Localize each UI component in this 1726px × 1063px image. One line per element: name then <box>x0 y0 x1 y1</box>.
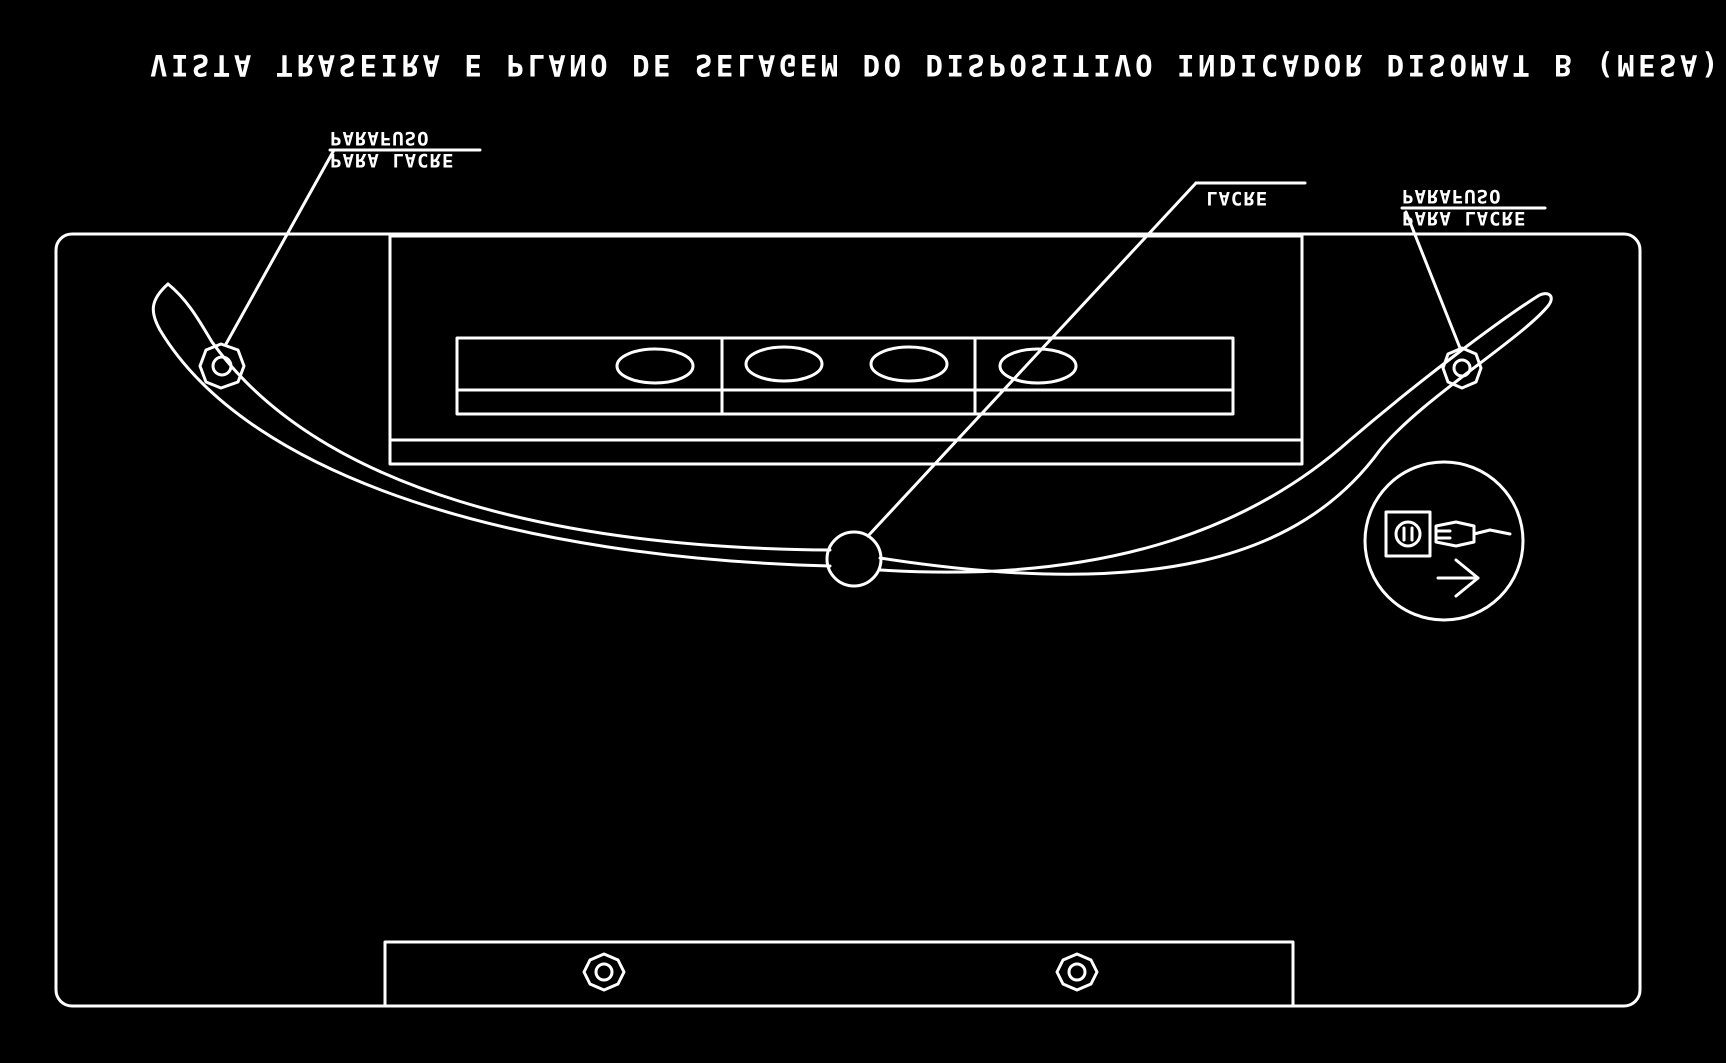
screw-bottom-right <box>1055 952 1099 992</box>
seal-callout-label: LACRE <box>1206 187 1269 209</box>
power-plug-icon <box>1384 510 1512 558</box>
right-screw-callout: PARA LACRE PARAFUSO <box>1402 185 1527 229</box>
seal-lacre <box>825 530 883 588</box>
display-oval-1 <box>615 347 695 385</box>
left-screw-callout-line1: PARA LACRE <box>330 149 455 171</box>
right-screw-callout-line2: PARAFUSO <box>1402 185 1502 207</box>
left-screw-callout: PARA LACRE PARAFUSO <box>330 127 455 171</box>
display-oval-4 <box>998 347 1078 385</box>
screw-left <box>198 342 246 390</box>
screw-bottom-left <box>582 952 626 992</box>
arrow-icon <box>1436 558 1480 598</box>
device-housing <box>54 232 1642 1008</box>
right-screw-callout-line1: PARA LACRE <box>1402 207 1527 229</box>
seal-callout: LACRE <box>1206 187 1269 209</box>
bottom-panel <box>383 940 1295 1008</box>
top-panel <box>388 234 1304 466</box>
left-callout-leader <box>224 148 336 346</box>
display-oval-2 <box>744 345 824 383</box>
right-callout-leader <box>1404 210 1462 350</box>
diagram-title: VISTA TRASEIRA E PLANO DE SELAGEM DO DIS… <box>150 48 1722 82</box>
screw-right <box>1441 346 1483 390</box>
display-oval-3 <box>869 345 949 383</box>
lacre-callout-leader <box>866 181 1198 538</box>
power-connector-circle <box>1363 460 1525 622</box>
seal-wire-right <box>878 292 1553 576</box>
seal-wire-left-outer <box>151 282 832 568</box>
left-screw-callout-line2: PARAFUSO <box>330 127 430 149</box>
display-strip <box>455 336 1235 416</box>
seal-wire-left-inner <box>166 282 832 552</box>
